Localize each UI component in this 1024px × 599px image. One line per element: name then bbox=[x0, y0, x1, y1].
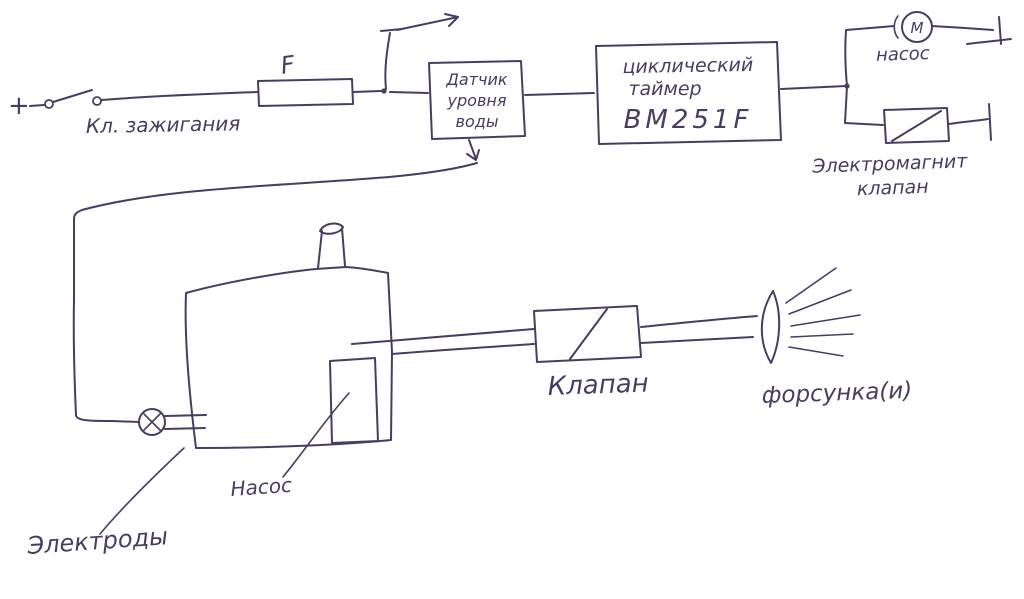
motor-end-bar bbox=[966, 38, 1012, 45]
tank-pump-box bbox=[329, 357, 379, 444]
tank-pipe-sides bbox=[317, 227, 346, 269]
sensor-label-line2: уровня bbox=[447, 91, 507, 110]
timer-model-label: BM251F bbox=[624, 105, 753, 135]
ignition-switch-label: Кл. зажигания bbox=[86, 111, 241, 138]
tank-pipe-opening bbox=[319, 222, 344, 235]
pipe-lower-line bbox=[391, 343, 535, 355]
fuse-box bbox=[257, 78, 354, 107]
switch-terminal-right bbox=[92, 96, 102, 106]
pipe-upper-line bbox=[351, 328, 535, 345]
wire-sensor-to-timer bbox=[524, 92, 595, 96]
pipe-tank-to-valve bbox=[351, 328, 535, 355]
branch-vertical-wire bbox=[384, 32, 391, 90]
valve-label: Клапан bbox=[547, 368, 649, 402]
motor-symbol bbox=[844, 11, 1012, 87]
branch-arrow-symbol bbox=[380, 13, 459, 90]
switch-terminal-left bbox=[44, 99, 54, 109]
electrodes-leader-line bbox=[99, 447, 185, 535]
solenoid-box bbox=[883, 107, 950, 144]
electrode-cross bbox=[143, 412, 162, 432]
solenoid-label-line1: Электромагнит bbox=[811, 150, 969, 177]
switch-arm bbox=[52, 89, 93, 103]
feedback-wire-path bbox=[72, 162, 478, 423]
tank-outline bbox=[184, 266, 393, 449]
sensor-drop-wire bbox=[468, 139, 477, 160]
inline-valve-symbol bbox=[533, 305, 642, 363]
nozzle-symbol bbox=[760, 267, 861, 364]
wire-solenoid-to-end bbox=[948, 118, 989, 125]
water-tank bbox=[184, 222, 393, 449]
arrow-shaft bbox=[396, 16, 459, 31]
pump-top-label: насос bbox=[876, 43, 930, 66]
motor-arc-mark bbox=[893, 15, 899, 39]
timer-label-line2: таймер bbox=[628, 78, 701, 100]
solenoid-valve-symbol bbox=[844, 85, 992, 144]
motor-letter: M bbox=[911, 19, 924, 37]
electrode-terminal-circle bbox=[138, 408, 166, 436]
nozzle-label: форсунка(и) bbox=[761, 378, 912, 409]
valve-box bbox=[533, 305, 642, 363]
spray-lines bbox=[785, 267, 861, 357]
electrode-prongs bbox=[164, 414, 207, 430]
pump-leader-line bbox=[282, 392, 350, 478]
timer-label-line1: циклический bbox=[622, 54, 753, 78]
electrode-symbol bbox=[138, 408, 207, 436]
valve-diagonal bbox=[569, 308, 608, 360]
pipe-valve-to-nozzle bbox=[640, 315, 758, 344]
ignition-switch-symbol bbox=[29, 89, 102, 109]
sensor-drop-arrowhead bbox=[466, 149, 480, 161]
wire-junction-to-motor bbox=[844, 25, 895, 87]
wire-timer-to-junction bbox=[780, 85, 847, 90]
nozzle-shape bbox=[760, 290, 781, 364]
water-level-sensor-box bbox=[428, 60, 526, 140]
solenoid-diagonal bbox=[891, 110, 942, 142]
fuse-label: F bbox=[279, 50, 298, 80]
pipe-upper-line2 bbox=[640, 315, 758, 328]
solenoid-end-tick bbox=[988, 103, 992, 141]
wire-branch-to-sensor bbox=[389, 91, 429, 94]
pipe-lower-line2 bbox=[640, 336, 754, 344]
sensor-label-line1: Датчик bbox=[445, 70, 507, 89]
solenoid-label-line2: клапан bbox=[857, 176, 929, 200]
fuse-symbol bbox=[257, 78, 354, 107]
wire-plus-to-switch bbox=[29, 104, 45, 107]
wire-fuse-to-branch bbox=[352, 90, 382, 93]
sensor-feedback-wire bbox=[72, 139, 480, 423]
cyclic-timer-box bbox=[595, 41, 782, 145]
wire-motor-to-end bbox=[931, 25, 994, 31]
plus-terminal-label: + bbox=[8, 91, 30, 121]
tank-pump-label: Насос bbox=[230, 473, 293, 501]
electrodes-label: Электроды bbox=[25, 522, 168, 560]
arrow-head bbox=[444, 13, 459, 27]
sensor-label-line3: воды bbox=[456, 112, 499, 131]
wire-junction-to-solenoid bbox=[844, 85, 884, 126]
wire-switch-to-fuse bbox=[100, 91, 258, 101]
